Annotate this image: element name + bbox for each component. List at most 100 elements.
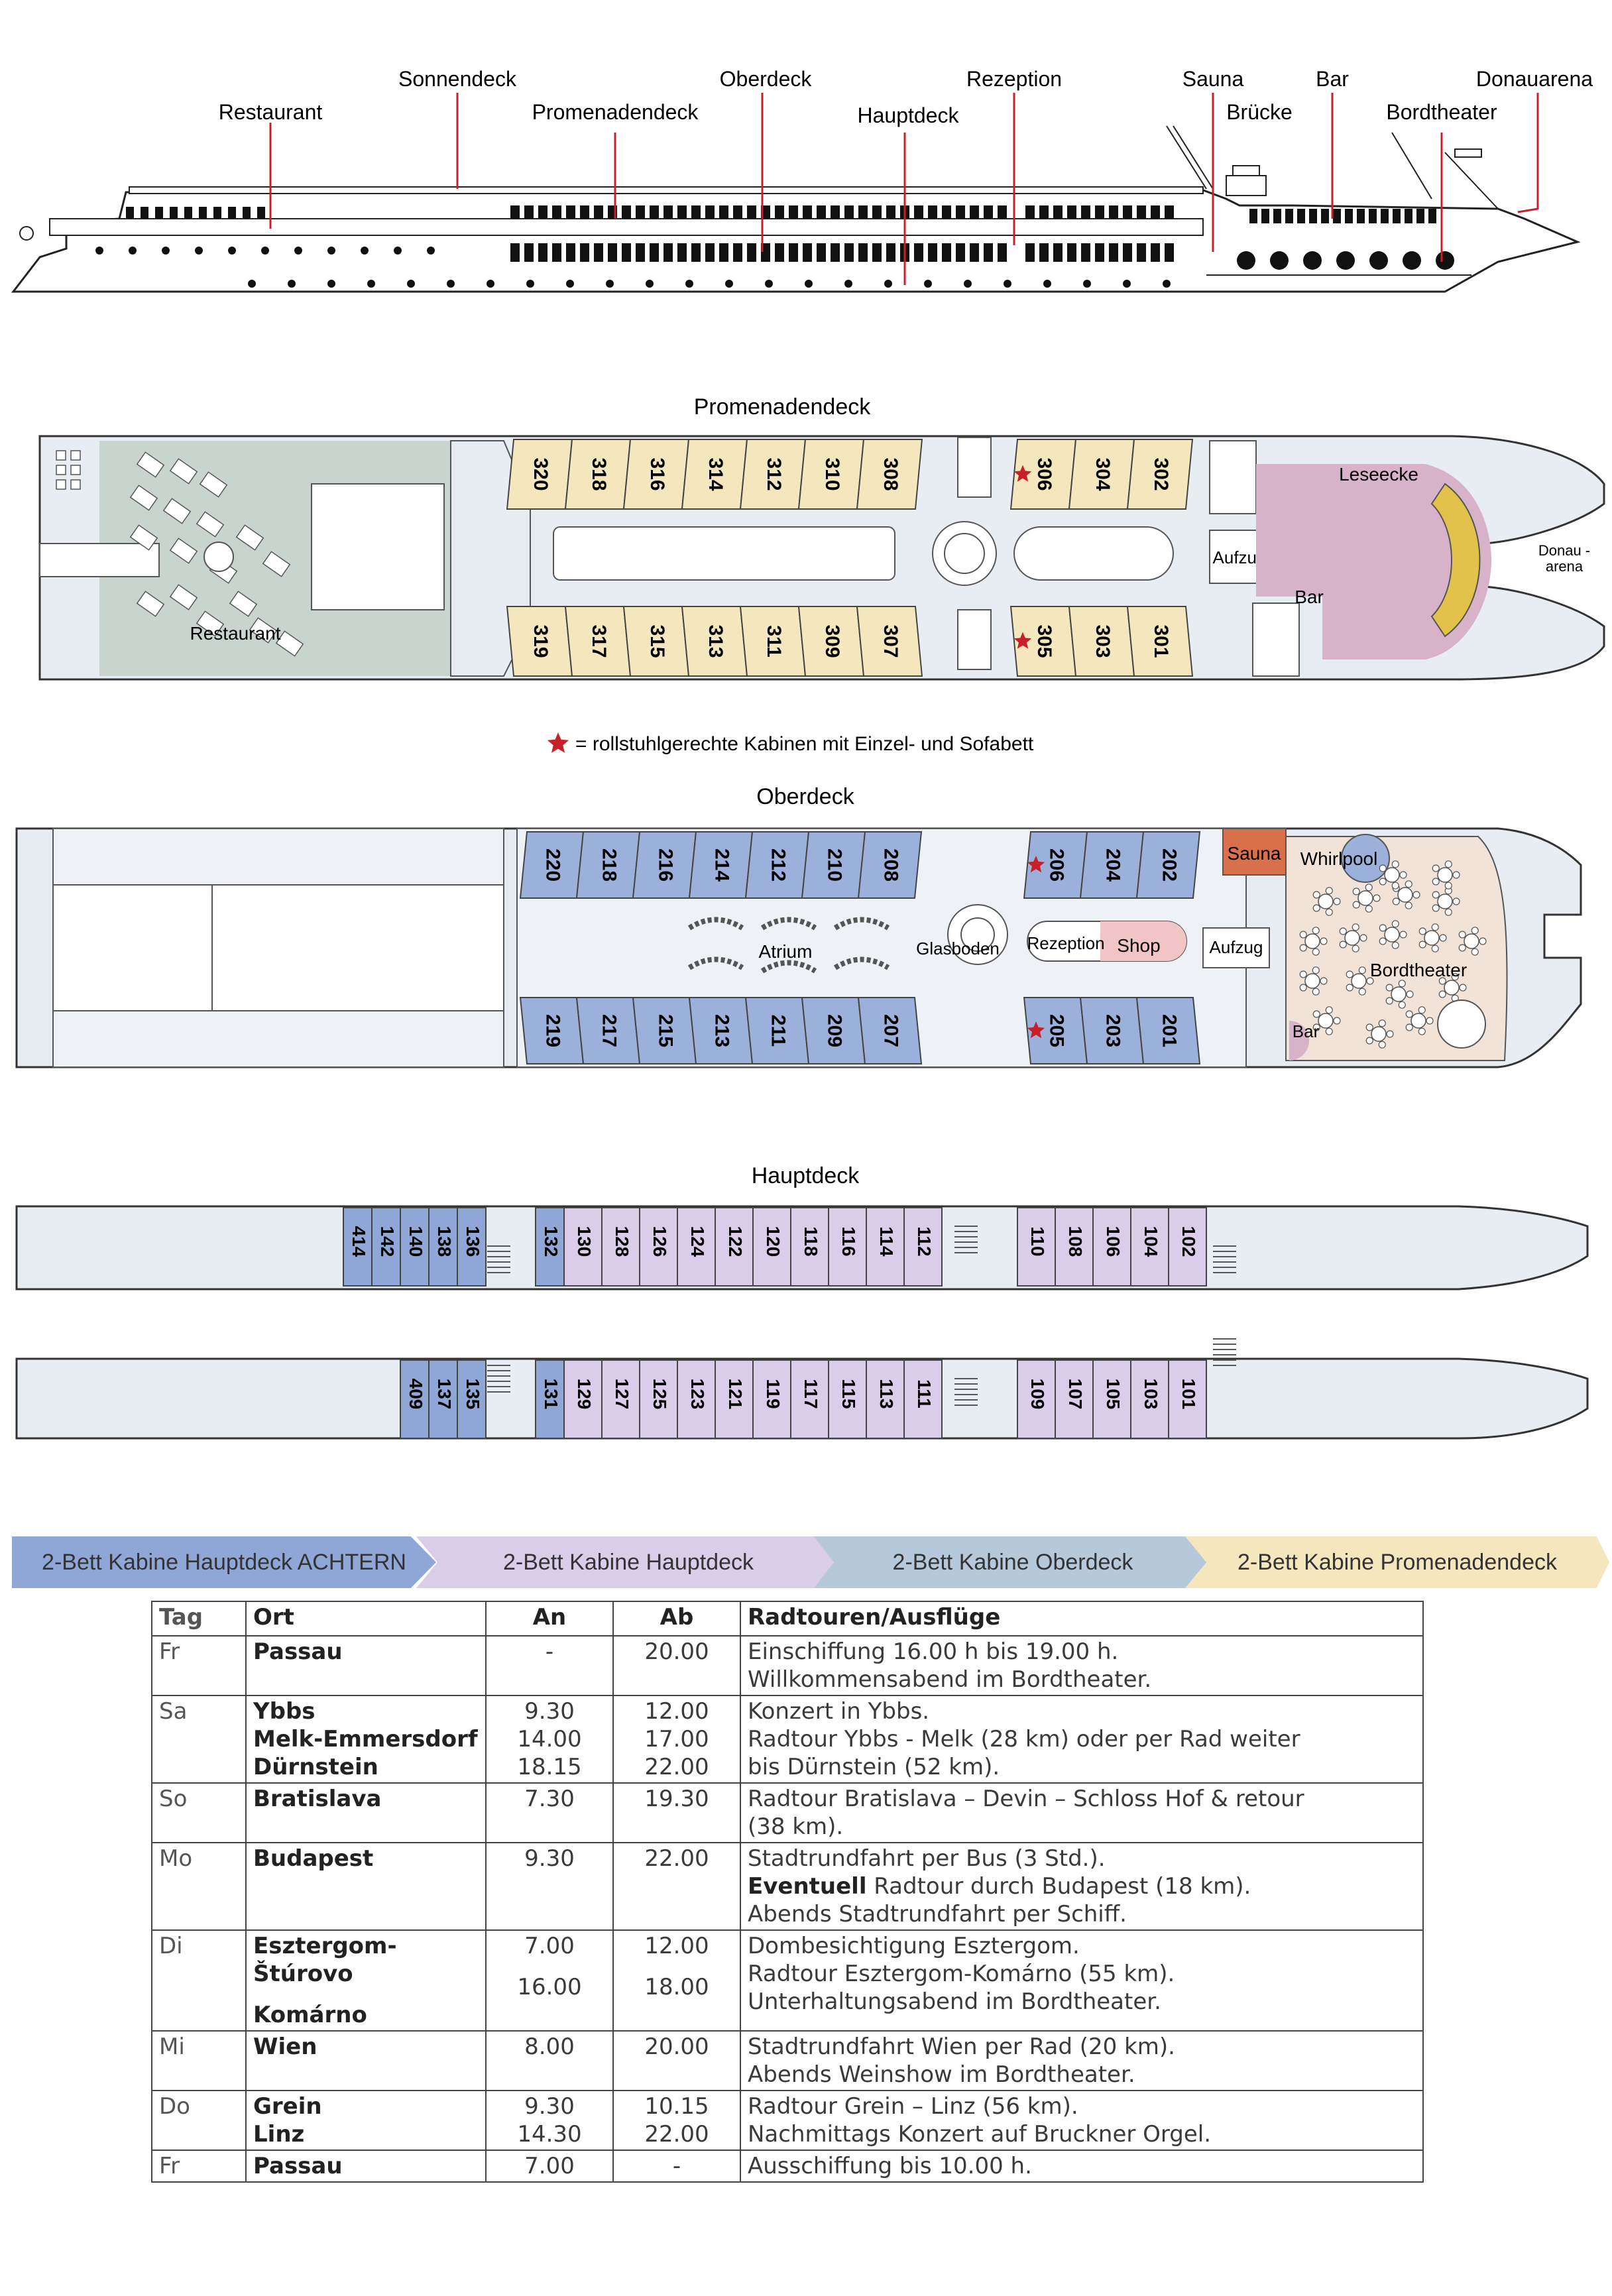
theater-chair: [1325, 887, 1333, 895]
cell-info: Radtour Bratislava – Devin – Schloss Hof…: [740, 1782, 1424, 1843]
window: [594, 243, 603, 262]
cabin-128: [601, 1207, 640, 1287]
porthole: [765, 280, 773, 288]
aufzug-label-od: Aufzug: [1210, 937, 1263, 957]
window: [155, 207, 163, 219]
wheelchair-star-icon: [1027, 1021, 1045, 1039]
cabin-122: [715, 1207, 754, 1287]
theater-chair: [1379, 924, 1387, 932]
theater-table: [1384, 867, 1400, 883]
porthole: [327, 280, 335, 288]
info-line: Radtour Grein – Linz (56 km).: [748, 2093, 1078, 2120]
porthole: [447, 280, 455, 288]
theater-chair: [1366, 977, 1374, 985]
wheelchair-note: = rollstuhlgerechte Kabinen mit Einzel- …: [547, 732, 1034, 755]
window: [1428, 209, 1436, 223]
time-ab: 20.00: [644, 1638, 709, 1665]
cabin-number: 202: [1159, 848, 1180, 882]
theater-chair: [1365, 1037, 1373, 1045]
cabin-409: [400, 1359, 430, 1439]
theater-chair: [1339, 927, 1347, 935]
window: [677, 205, 687, 219]
cabin-number: 317: [588, 624, 610, 658]
place-name: Bratislava: [253, 1786, 382, 1812]
theater-table: [1424, 930, 1440, 946]
place-name: Passau: [253, 2153, 343, 2179]
porthole: [1004, 280, 1011, 288]
info-text: Radtour durch Budapest (18 km).: [866, 1873, 1251, 1900]
theater-chair: [1391, 941, 1399, 949]
window: [886, 205, 895, 219]
cabin-112: [903, 1207, 943, 1287]
cell-tag: Mi: [151, 2030, 247, 2091]
theater-chair: [1432, 904, 1440, 912]
atrium-sofa: [760, 917, 817, 931]
theater-table: [1437, 867, 1453, 883]
deck-chair: [70, 450, 81, 461]
window: [705, 205, 715, 219]
restaurant-table: [235, 524, 264, 551]
window: [1067, 205, 1076, 219]
time-an: 7.00: [524, 1933, 575, 1959]
window: [126, 207, 134, 219]
theater-chair: [1399, 871, 1407, 879]
theater-chair: [1379, 937, 1387, 945]
cabin-129: [563, 1359, 603, 1439]
porthole: [1270, 251, 1289, 270]
cell-info: Radtour Grein – Linz (56 km).Nachmittags…: [740, 2090, 1424, 2151]
porthole: [248, 280, 256, 288]
theater-chair: [1452, 871, 1460, 879]
cabin-number: 115: [838, 1379, 859, 1408]
window: [580, 243, 589, 262]
cell-ab: 22.00: [612, 1842, 741, 1931]
theater-chair: [1418, 1027, 1426, 1035]
theater-chair: [1385, 997, 1393, 1005]
oberdeck-plan: Oberdeck Atrium Glasboden Rezeption Shop…: [15, 784, 1582, 1068]
cabin-118: [790, 1207, 829, 1287]
cell-ab: 20.00: [612, 2030, 741, 2091]
theater-chair: [1339, 941, 1347, 948]
cabin-308: [856, 439, 923, 510]
cell-ort: Wien: [245, 2030, 487, 2091]
cabin-number: 101: [1179, 1379, 1199, 1410]
window: [691, 243, 701, 262]
cabin-number: 207: [880, 1014, 902, 1047]
time-ab: 22.00: [644, 1754, 709, 1780]
porthole: [805, 280, 813, 288]
window: [663, 243, 673, 262]
window: [1109, 205, 1118, 219]
cabin-number: 212: [768, 848, 789, 882]
leseecke-label: Leseecke: [1339, 464, 1418, 485]
cabin-number: 120: [763, 1226, 783, 1257]
theater-chair: [1431, 945, 1439, 952]
window: [580, 205, 589, 219]
cabin-number: 215: [655, 1014, 677, 1047]
window: [747, 205, 756, 219]
cabin-number: 137: [434, 1379, 455, 1410]
window: [1067, 243, 1076, 262]
time-ab: 20.00: [644, 2034, 709, 2060]
window: [1025, 243, 1035, 262]
cabin-131: [535, 1359, 565, 1439]
cabin-number: 203: [1102, 1014, 1124, 1047]
legend-oberdeck: 2-Bett Kabine Oberdeck: [814, 1536, 1212, 1588]
window: [1165, 243, 1174, 262]
porthole: [844, 280, 852, 288]
window: [844, 205, 854, 219]
window: [886, 243, 895, 262]
restaurant-table: [229, 591, 258, 617]
theater-chair: [1452, 897, 1460, 905]
theater-chair: [1432, 864, 1440, 872]
place-name: Grein: [253, 2093, 322, 2120]
cell-ab: -: [612, 2150, 741, 2183]
window: [1123, 243, 1132, 262]
cabin-114: [866, 1207, 905, 1287]
theater-chair: [1312, 891, 1320, 899]
rezeption-label: Rezeption: [1027, 933, 1104, 953]
cabin-number: 210: [824, 848, 846, 882]
